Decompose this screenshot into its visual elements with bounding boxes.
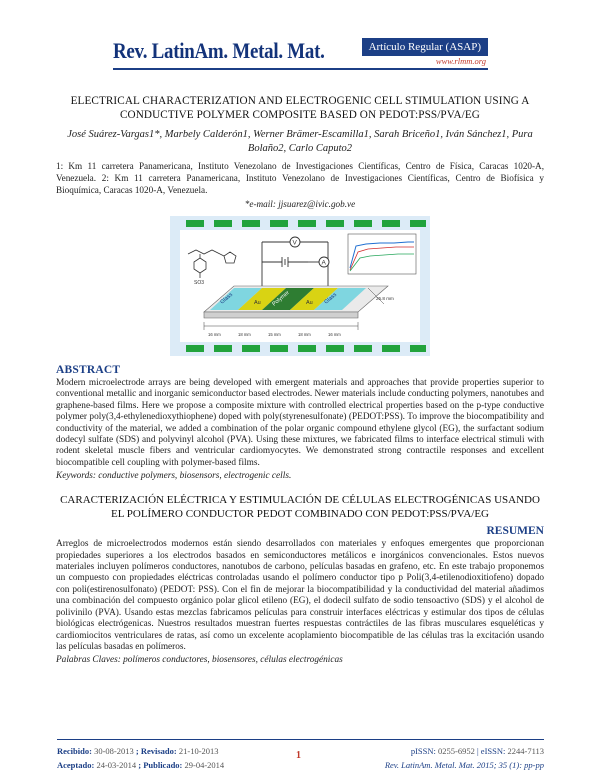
dim-5-label: 16 mm <box>328 332 341 337</box>
corresponding-email[interactable]: *e-mail: jjsuarez@ivic.gob.ve <box>244 199 356 209</box>
footer-dates-row-1: Recibido: 30-08-2013 ; Revisado: 21-10-2… <box>57 744 224 758</box>
revised-label: ; Revisado: <box>135 746 177 756</box>
au-right-label: Au <box>306 300 313 306</box>
pissn-value: 0255-6952 <box>438 746 475 756</box>
glass-left-strip <box>210 288 262 310</box>
glass-right-strip <box>314 288 366 310</box>
journal-url-link[interactable]: www.rlmm.org <box>435 56 486 66</box>
ammeter-label: A <box>322 260 327 267</box>
bottom-electrode-pads <box>186 345 426 352</box>
dim-1-label: 16 mm <box>208 332 221 337</box>
dim-3-label: 15 mm <box>268 332 281 337</box>
pissn-label: pISSN: <box>410 746 436 756</box>
resumen-keywords: Palabras Claves: polímeros conductores, … <box>56 655 343 666</box>
citation: Rev. LatinAm. Metal. Mat. 2015; 35 (1): … <box>384 760 544 770</box>
article-type-badge: Artículo Regular (ASAP) <box>361 38 488 56</box>
article-title-es: CARACTERIZACIÓN ELÉCTRICA Y ESTIMULACIÓN… <box>60 494 540 521</box>
footer-dates-row-2: Aceptado: 24-03-2014 ; Publicado: 29-04-… <box>57 758 224 772</box>
page-number: 1 <box>296 750 301 761</box>
measurement-plot-inset <box>347 233 417 275</box>
journal-title: Rev. LatinAm. Metal. Mat. <box>113 38 325 63</box>
author-list: José Suárez-Vargas1*, Marbely Calderón1,… <box>67 129 533 154</box>
dim-2-label: 18 mm <box>238 332 251 337</box>
graphical-abstract-svg: SO3 V A <box>170 216 430 356</box>
eissn-value: 2244-7113 <box>507 746 544 756</box>
revised-date: 21-10-2013 <box>178 746 219 756</box>
abstract-keywords: Keywords: conductive polymers, biosensor… <box>56 471 292 482</box>
article-title-en: ELECTRICAL CHARACTERIZATION AND ELECTROG… <box>70 95 530 121</box>
device-stack <box>203 285 389 319</box>
au-right-strip <box>290 288 338 310</box>
resumen-heading: RESUMEN <box>486 525 544 538</box>
voltmeter-label: V <box>293 240 298 247</box>
affiliations: 1: Km 11 carretera Panamericana, Institu… <box>56 161 544 195</box>
dim-4-label: 18 mm <box>298 332 311 337</box>
top-electrode-pads <box>186 220 426 227</box>
footer-dates: Recibido: 30-08-2013 ; Revisado: 21-10-2… <box>57 744 224 772</box>
resumen-body: Arreglos de microelectrodos modernos est… <box>56 539 544 652</box>
received-label: Recibido: <box>57 746 92 756</box>
footer-issn: pISSN: 0255-6952 | eISSN: 2244-7113 Rev.… <box>385 744 544 772</box>
footer-divider <box>57 739 544 740</box>
accepted-label: Aceptado: <box>57 760 95 770</box>
footer-issn-row: pISSN: 0255-6952 | eISSN: 2244-7113 <box>385 744 544 758</box>
abstract-body: Modern microelectrode arrays are being d… <box>56 378 545 468</box>
accepted-date: 24-03-2014 <box>96 760 137 770</box>
published-date: 29-04-2014 <box>184 760 225 770</box>
published-label: ; Publicado: <box>138 760 183 770</box>
graphical-abstract: SO3 V A <box>170 216 430 356</box>
so3-label: SO3 <box>194 280 204 286</box>
abstract-heading: ABSTRACT <box>56 364 121 376</box>
dimension-lines <box>203 287 385 330</box>
au-left-strip <box>238 288 286 310</box>
ammeter-icon <box>318 256 330 268</box>
received-date: 30-08-2013 <box>94 746 134 756</box>
eissn-label: | eISSN: <box>476 746 506 756</box>
dim-width-label: 25.8 mm <box>376 296 394 301</box>
chemical-structure <box>187 249 237 278</box>
voltmeter-icon <box>289 236 301 248</box>
au-left-label: Au <box>254 300 261 306</box>
header-divider <box>113 68 488 70</box>
journal-header: Rev. LatinAm. Metal. Mat. Artículo Regul… <box>56 0 544 72</box>
polymer-strip <box>262 288 314 310</box>
